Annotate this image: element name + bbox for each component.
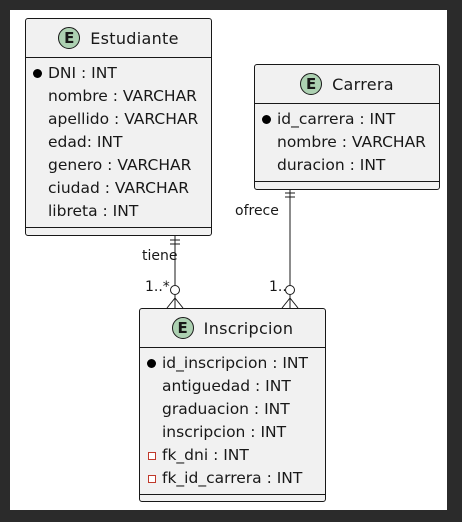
diagram-canvas: E Estudiante DNI : INT nombre : VARCHAR ap… [10, 10, 447, 510]
entity-inscripcion-header: E Inscripcion [140, 309, 325, 348]
entity-estudiante-fields: DNI : INT nombre : VARCHAR apellido : VARC… [26, 58, 211, 227]
entity-estudiante-title: Estudiante [90, 28, 179, 48]
entity-estudiante-header: E Estudiante [26, 19, 211, 58]
field-text: nombre : VARCHAR [277, 133, 426, 151]
entity-carrera-title: Carrera [332, 74, 394, 94]
field-text: edad: INT [48, 133, 123, 151]
field-row: antiguedad : INT [140, 375, 325, 398]
field-text: ciudad : VARCHAR [48, 179, 189, 197]
relation-tiene-line [166, 236, 184, 309]
relation-label-ofrece: ofrece [235, 203, 279, 219]
field-text: genero : VARCHAR [48, 156, 192, 174]
field-row: inscripcion : INT [140, 421, 325, 444]
field-row: libreta : INT [26, 200, 211, 223]
entity-inscripcion-methods [140, 494, 325, 503]
entity-carrera-fields: id_carrera : INT nombre : VARCHAR duracion… [255, 104, 439, 181]
entity-carrera-methods [255, 181, 439, 190]
field-text: libreta : INT [48, 202, 139, 220]
entity-inscripcion[interactable]: E Inscripcion id_inscripcion : INT antigu… [139, 308, 326, 502]
entity-estudiante-methods [26, 227, 211, 236]
field-row: apellido : VARCHAR [26, 108, 211, 131]
relation-cardinality-ofrece: 1..* [269, 279, 285, 295]
entity-carrera-header: E Carrera [255, 65, 439, 104]
relation-ofrece-line [281, 190, 299, 309]
field-text: fk_id_carrera : INT [162, 469, 303, 487]
field-row: id_inscripcion : INT [140, 352, 325, 375]
field-row: fk_id_carrera : INT [140, 467, 325, 490]
field-row: edad: INT [26, 131, 211, 154]
field-row: genero : VARCHAR [26, 154, 211, 177]
field-row: DNI : INT [26, 62, 211, 85]
field-row: graduacion : INT [140, 398, 325, 421]
entity-carrera[interactable]: E Carrera id_carrera : INT nombre : VARCH… [254, 64, 440, 190]
foreign-key-icon [148, 452, 156, 460]
field-text: id_inscripcion : INT [162, 354, 308, 372]
foreign-key-icon [148, 475, 156, 483]
primary-key-icon [33, 69, 42, 78]
field-text: antiguedad : INT [162, 377, 291, 395]
entity-icon: E [171, 317, 194, 339]
field-text: graduacion : INT [162, 400, 290, 418]
field-text: apellido : VARCHAR [48, 110, 199, 128]
field-text: nombre : VARCHAR [48, 87, 197, 105]
field-row: id_carrera : INT [255, 108, 439, 131]
field-row: fk_dni : INT [140, 444, 325, 467]
field-row: nombre : VARCHAR [26, 85, 211, 108]
field-row: duracion : INT [255, 154, 439, 177]
relation-label-tiene: tiene [142, 248, 178, 264]
field-row: nombre : VARCHAR [255, 131, 439, 154]
entity-estudiante[interactable]: E Estudiante DNI : INT nombre : VARCHAR ap… [25, 18, 212, 236]
field-text: id_carrera : INT [277, 110, 396, 128]
entity-icon: E [300, 73, 323, 95]
entity-icon: E [58, 27, 81, 49]
relationship-lines [166, 190, 299, 309]
primary-key-icon [262, 115, 271, 124]
primary-key-icon [147, 359, 156, 368]
entity-inscripcion-fields: id_inscripcion : INT antiguedad : INT grad… [140, 348, 325, 494]
field-text: duracion : INT [277, 156, 386, 174]
relation-cardinality-tiene: 1..* [145, 279, 170, 295]
entity-inscripcion-title: Inscripcion [203, 318, 294, 338]
field-row: ciudad : VARCHAR [26, 177, 211, 200]
field-text: DNI : INT [48, 64, 117, 82]
field-text: fk_dni : INT [162, 446, 249, 464]
field-text: inscripcion : INT [162, 423, 287, 441]
